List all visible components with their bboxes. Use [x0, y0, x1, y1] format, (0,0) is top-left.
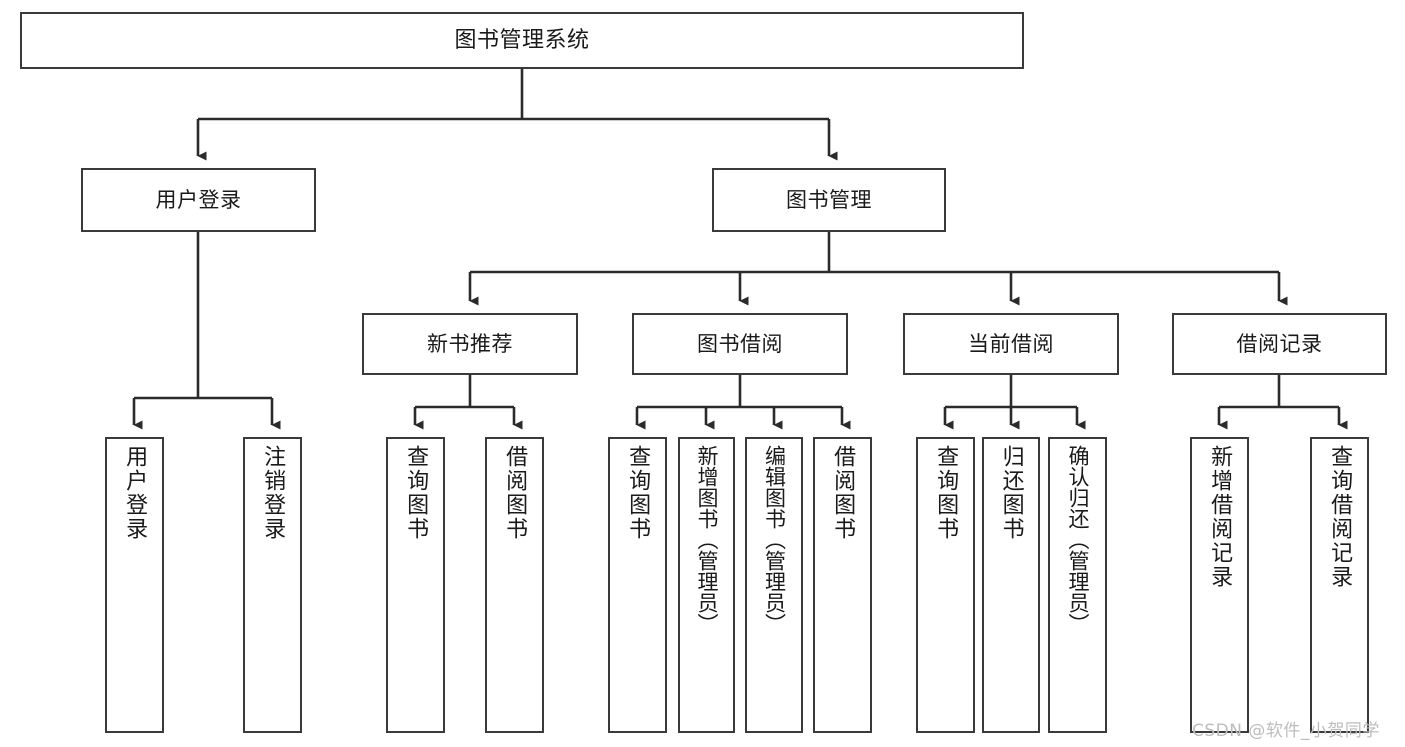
node-leaf-query-book-2-label: 查询图书 [625, 445, 651, 541]
node-book-borrow[interactable]: 图书借阅 [632, 313, 848, 375]
node-leaf-query-book-2[interactable]: 查询图书 [608, 437, 667, 733]
node-leaf-edit-book-label: 编辑图书（管理员） [762, 445, 787, 634]
node-user-login[interactable]: 用户登录 [81, 168, 316, 232]
node-leaf-user-login[interactable]: 用户登录 [105, 437, 164, 733]
node-root[interactable]: 图书管理系统 [20, 12, 1024, 69]
node-leaf-borrow-book-1[interactable]: 借阅图书 [485, 437, 544, 733]
node-leaf-logout[interactable]: 注销登录 [243, 437, 302, 733]
node-leaf-return-book[interactable]: 归还图书 [982, 437, 1040, 733]
node-user-login-label: 用户登录 [155, 187, 242, 212]
node-leaf-borrow-book-2[interactable]: 借阅图书 [813, 437, 872, 733]
node-leaf-query-book-1[interactable]: 查询图书 [386, 437, 445, 733]
node-leaf-query-record[interactable]: 查询借阅记录 [1310, 437, 1369, 733]
node-leaf-add-record-label: 新增借阅记录 [1207, 445, 1233, 589]
node-leaf-borrow-book-2-label: 借阅图书 [830, 445, 856, 541]
node-leaf-logout-label: 注销登录 [260, 445, 286, 541]
node-borrow-record[interactable]: 借阅记录 [1172, 313, 1387, 375]
node-leaf-add-book[interactable]: 新增图书（管理员） [678, 437, 735, 733]
node-new-book-rec[interactable]: 新书推荐 [362, 313, 578, 375]
node-leaf-query-book-1-label: 查询图书 [403, 445, 429, 541]
node-leaf-query-book-3[interactable]: 查询图书 [916, 437, 975, 733]
node-current-borrow[interactable]: 当前借阅 [903, 313, 1119, 375]
node-borrow-record-label: 借阅记录 [1236, 331, 1323, 356]
node-book-manage-label: 图书管理 [786, 187, 872, 212]
node-leaf-return-book-label: 归还图书 [998, 445, 1024, 541]
node-leaf-query-book-3-label: 查询图书 [933, 445, 959, 541]
node-leaf-confirm-return[interactable]: 确认归还（管理员） [1048, 437, 1107, 733]
node-leaf-borrow-book-1-label: 借阅图书 [502, 445, 528, 541]
node-current-borrow-label: 当前借阅 [968, 331, 1054, 356]
node-leaf-confirm-return-label: 确认归还（管理员） [1066, 445, 1090, 634]
node-new-book-rec-label: 新书推荐 [427, 331, 513, 356]
node-leaf-add-book-label: 新增图书（管理员） [695, 445, 719, 634]
node-leaf-query-record-label: 查询借阅记录 [1327, 445, 1353, 589]
node-leaf-edit-book[interactable]: 编辑图书（管理员） [745, 437, 803, 733]
node-leaf-user-login-label: 用户登录 [122, 445, 148, 541]
node-leaf-add-record[interactable]: 新增借阅记录 [1190, 437, 1249, 733]
node-root-label: 图书管理系统 [454, 27, 590, 53]
node-book-manage[interactable]: 图书管理 [712, 168, 946, 232]
node-book-borrow-label: 图书借阅 [697, 331, 783, 356]
